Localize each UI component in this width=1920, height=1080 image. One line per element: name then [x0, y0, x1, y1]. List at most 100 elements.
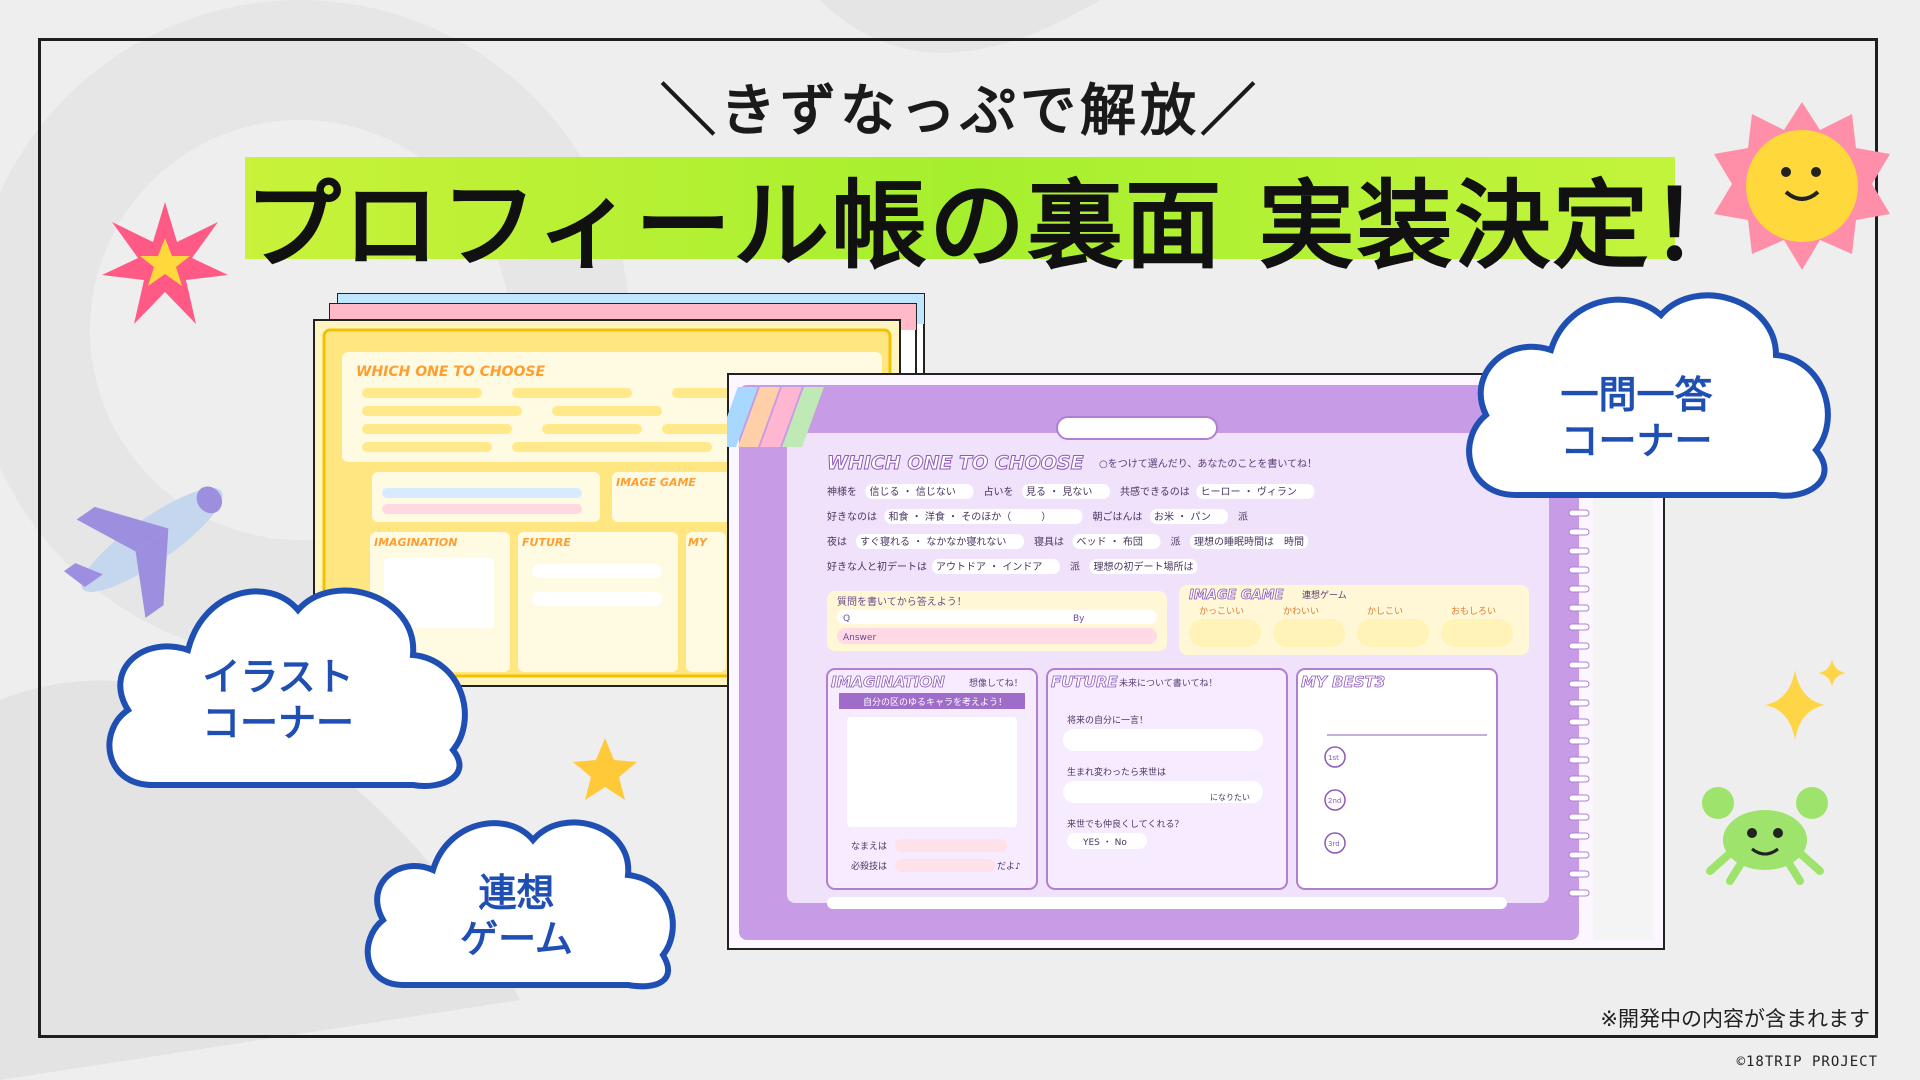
future-q2-suffix: になりたい	[1210, 793, 1250, 802]
best3-rank: 3rd	[1328, 840, 1340, 848]
cloud-illust-label: イラスト コーナー	[201, 655, 354, 745]
gold-star-icon	[573, 738, 637, 800]
page-title: プロフィール帳の裏面 実装決定！	[245, 170, 1749, 282]
crab-icon	[1702, 787, 1828, 885]
which-title: WHICH ONE TO CHOOSE	[827, 452, 1084, 474]
future-note: 未来について書いてね！	[1119, 677, 1217, 689]
choice-field	[1022, 484, 1110, 499]
header-pill	[1056, 416, 1218, 440]
spiral-ring	[1568, 509, 1590, 517]
spiral-ring	[1568, 813, 1590, 821]
qa-q-label: Q	[843, 614, 850, 624]
title-highlight	[245, 157, 1675, 259]
choice-label: 朝ごはんは	[1093, 510, 1143, 523]
choice-value: 和食 ・ 洋食 ・ そのほか（ ）	[889, 510, 1052, 523]
best3-rank-badge	[1324, 832, 1346, 854]
image-game-answer	[1189, 619, 1261, 647]
spiral-ring	[1568, 566, 1590, 574]
qa-prompt: 質問を書いてから答えよう！	[837, 595, 967, 608]
sparkle-icon	[1765, 659, 1846, 740]
cloud-association-game: 連想 ゲーム	[358, 800, 683, 992]
choice-label: 神様を	[827, 485, 857, 498]
choice-label: 派	[1238, 511, 1248, 523]
choice-value: 理想の初デート場所は	[1094, 560, 1194, 573]
image-game-word: おもしろい	[1451, 606, 1496, 617]
future-box	[1046, 668, 1288, 890]
best3-rank-badge	[1324, 789, 1346, 811]
cloud-qa-corner: 一問一答 コーナー	[1456, 280, 1841, 510]
choice-label: 派	[1070, 561, 1080, 573]
imagination-task: 自分の区のゆるキャラを考えよう！	[863, 696, 1007, 708]
skill-label: 必殺技は	[851, 860, 887, 872]
choice-field	[865, 484, 974, 499]
image-game-answer	[1441, 619, 1513, 647]
choice-field	[1190, 534, 1308, 549]
ribbon-stripe	[760, 387, 802, 447]
future-a1-field	[1063, 729, 1263, 751]
cloud-assoc-label: 連想 ゲーム	[460, 871, 573, 961]
spiral-ring	[1568, 680, 1590, 688]
name-field	[895, 839, 1007, 852]
choice-field	[1196, 484, 1315, 499]
choice-label: 寝具は	[1034, 535, 1064, 548]
profile-sheet-preview: WHICH ONE TO CHOOSE ○をつけて選んだり、あなたのことを書いてね…	[727, 373, 1665, 950]
choice-label: 夜は	[827, 535, 847, 548]
development-notice: ※開発中の内容が含まれます	[1600, 1007, 1870, 1031]
star-burst-icon	[102, 202, 228, 324]
content-frame	[38, 38, 1878, 1038]
spiral-ring	[1568, 870, 1590, 878]
choice-label: 共感できるのは	[1120, 485, 1190, 498]
choice-value: アウトドア ・ インドア	[936, 561, 1042, 573]
spiral-ring	[1568, 718, 1590, 726]
airplane-icon	[63, 486, 223, 618]
imagination-drawing-area	[847, 717, 1017, 827]
best3-box	[1296, 668, 1498, 890]
image-game-answer	[1273, 619, 1345, 647]
choice-value: すぐ寝れる ・ なかなか寝れない	[860, 535, 1006, 548]
spiral-ring	[1568, 794, 1590, 802]
choice-value: ベッド ・ 布団	[1077, 536, 1143, 548]
ribbon-stripe	[727, 387, 758, 447]
svg-text:FUTURE: FUTURE	[522, 536, 571, 549]
subtitle: ＼きずなっぷで解放／	[660, 79, 1260, 144]
cloud-qa-label: 一問一答 コーナー	[1560, 373, 1713, 463]
future-yesno: YES ・ No	[1082, 838, 1127, 848]
svg-text:MY: MY	[688, 536, 708, 549]
spiral-ring	[1568, 737, 1590, 745]
which-note: ○をつけて選んだり、あなたのことを書いてね！	[1099, 457, 1317, 470]
spiral-ring	[1568, 889, 1590, 897]
future-q2: 生まれ変わったら来世は	[1067, 766, 1166, 778]
choice-value: 理想の睡眠時間は 時間	[1194, 535, 1304, 548]
choice-field	[932, 559, 1060, 574]
spiral-ring	[1568, 699, 1590, 707]
qa-question-field	[837, 610, 1157, 624]
image-game-word: かっこいい	[1199, 606, 1244, 617]
best3-rank: 2nd	[1328, 797, 1341, 805]
choice-value: ヒーロー ・ ヴィラン	[1201, 485, 1297, 498]
spiral-ring	[1568, 604, 1590, 612]
future-a2-field	[1063, 781, 1263, 803]
choice-value: 見る ・ 見ない	[1026, 486, 1092, 498]
spiral-ring	[1568, 528, 1590, 536]
qa-answer-field	[837, 628, 1157, 644]
qa-answer-label: Answer	[843, 633, 876, 643]
image-game-word: かしこい	[1367, 606, 1403, 617]
choice-field	[1150, 509, 1228, 524]
sun-face-icon	[1714, 102, 1890, 270]
spiral-ring	[1568, 585, 1590, 593]
svg-text:WHICH ONE TO CHOOSE: WHICH ONE TO CHOOSE	[356, 364, 545, 380]
skill-suffix: だよ♪	[997, 861, 1021, 872]
spiral-ring	[1568, 547, 1590, 555]
footer-strip	[827, 897, 1507, 909]
image-game-box	[1179, 585, 1529, 655]
future-yesno-field	[1067, 833, 1147, 849]
image-game-title: IMAGE GAME	[1189, 588, 1284, 603]
name-label: なまえは	[851, 841, 887, 852]
choice-label: 好きなのは	[827, 511, 877, 523]
choice-field	[856, 534, 1024, 549]
spiral-ring	[1568, 642, 1590, 650]
choice-value: お米 ・ パン	[1154, 510, 1211, 523]
choice-value: 信じる ・ 信じない	[870, 486, 956, 498]
cloud-illust-corner: イラスト コーナー	[98, 560, 478, 790]
best3-title: MY BEST3	[1301, 673, 1385, 691]
